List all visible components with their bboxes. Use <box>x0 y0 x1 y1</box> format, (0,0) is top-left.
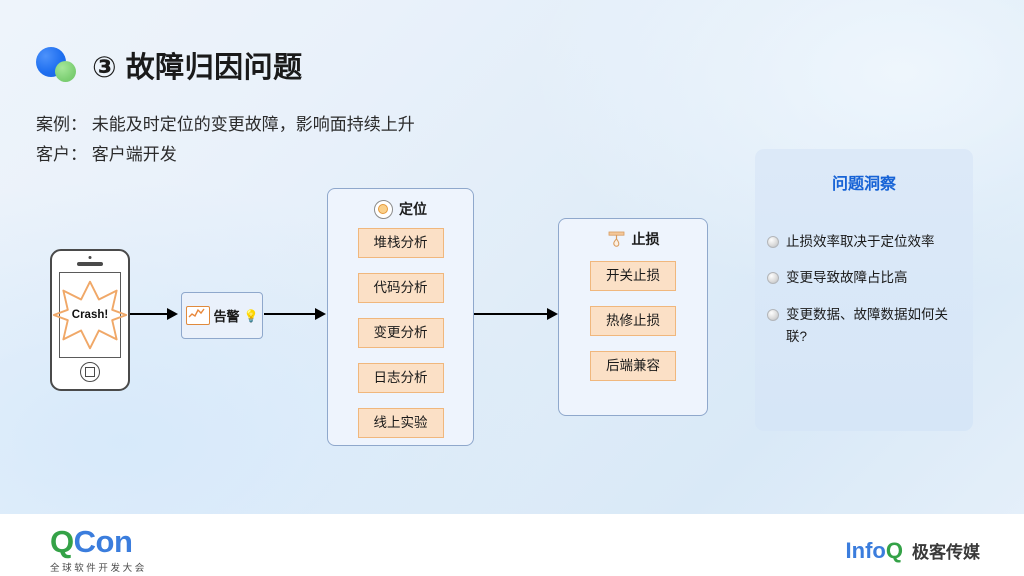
stage-stop[interactable]: 止损 开关止损 热修止损 后端兼容 <box>558 218 708 416</box>
qcon-con-letters: Con <box>73 524 133 559</box>
page-title: ③ 故障归因问题 <box>92 52 303 84</box>
list-item: 止损效率取决于定位效率 <box>767 231 973 253</box>
list-item[interactable]: 代码分析 <box>357 273 444 303</box>
bullet-icon <box>767 308 779 321</box>
insight-list: 止损效率取决于定位效率 变更导致故障占比高 变更数据、故障数据如何关联? <box>767 231 973 348</box>
phone-home-button-icon <box>80 362 100 382</box>
list-item[interactable]: 热修止损 <box>590 306 676 336</box>
stage-locate-items: 堆栈分析 代码分析 变更分析 日志分析 线上实验 <box>328 228 473 438</box>
insight-item-text: 变更导致故障占比高 <box>786 270 908 286</box>
qcon-logo: QCon 全球软件开发大会 <box>50 526 147 574</box>
phone-icon: Crash! <box>50 249 130 391</box>
list-item[interactable]: 变更分析 <box>357 318 444 348</box>
insight-item-text: 止损效率取决于定位效率 <box>786 234 935 249</box>
bullet-icon <box>767 236 779 248</box>
page-header: ③ 故障归因问题 <box>36 44 303 86</box>
stage-stop-header: 止损 <box>559 229 707 249</box>
qcon-q-letter: Q <box>50 524 74 559</box>
list-item: 变更导致故障占比高 <box>767 267 973 289</box>
bullet-icon <box>767 272 779 285</box>
subtitle-case: 案例： 未能及时定位的变更故障，影响面持续上升 <box>36 115 415 134</box>
insight-panel: 问题洞察 止损效率取决于定位效率 变更导致故障占比高 变更数据、故障数据如何关联… <box>755 149 973 431</box>
green-circle-icon <box>55 61 76 82</box>
stage-stop-items: 开关止损 热修止损 后端兼容 <box>559 261 707 381</box>
faucet-drip-icon <box>607 231 626 248</box>
alert-node[interactable]: 告警 💡 <box>181 292 263 339</box>
phone-camera-icon <box>88 256 92 259</box>
arrow-alert-to-locate <box>264 308 326 320</box>
insight-title: 问题洞察 <box>831 176 896 193</box>
crash-label: Crash! <box>71 309 109 321</box>
list-item[interactable]: 线上实验 <box>357 408 444 438</box>
list-item: 变更数据、故障数据如何关联? <box>767 304 973 349</box>
infoq-logo: InfoQ 极客传媒 <box>846 538 980 563</box>
stage-locate-title: 定位 <box>399 201 427 217</box>
stage-stop-title: 止损 <box>631 231 660 247</box>
infoq-info-letters: Info <box>845 538 886 563</box>
subtitle-customer: 客户： 客户端开发 <box>36 144 177 164</box>
phone-screen: Crash! <box>53 272 127 358</box>
target-icon <box>374 199 393 219</box>
list-item[interactable]: 堆栈分析 <box>357 228 444 258</box>
infoq-wordmark: InfoQ <box>846 540 903 562</box>
qcon-wordmark: QCon <box>50 526 147 557</box>
footer: QCon 全球软件开发大会 InfoQ 极客传媒 <box>0 514 1024 576</box>
stage-locate[interactable]: 定位 堆栈分析 代码分析 变更分析 日志分析 线上实验 <box>327 188 474 446</box>
phone-speaker-icon <box>77 262 103 266</box>
starburst-icon <box>53 280 127 350</box>
infoq-q-letter: Q <box>885 538 903 563</box>
arrow-phone-to-alert <box>130 308 178 320</box>
subtitle-block: 案例： 未能及时定位的变更故障，影响面持续上升 客户： 客户端开发 <box>36 110 415 170</box>
list-item[interactable]: 日志分析 <box>357 363 444 393</box>
list-item[interactable]: 开关止损 <box>590 261 676 291</box>
alert-label: 告警 <box>213 309 240 324</box>
lightbulb-icon: 💡 <box>243 308 259 323</box>
infoq-cn-label: 极客传媒 <box>912 543 980 562</box>
line-chart-icon <box>185 306 210 325</box>
qcon-tagline: 全球软件开发大会 <box>50 563 147 574</box>
list-item[interactable]: 后端兼容 <box>590 351 676 381</box>
stage-locate-header: 定位 <box>328 199 473 219</box>
arrow-locate-to-stop <box>474 308 558 320</box>
two-circles-icon <box>36 45 80 85</box>
insight-item-text: 变更数据、故障数据如何关联? <box>786 306 948 344</box>
